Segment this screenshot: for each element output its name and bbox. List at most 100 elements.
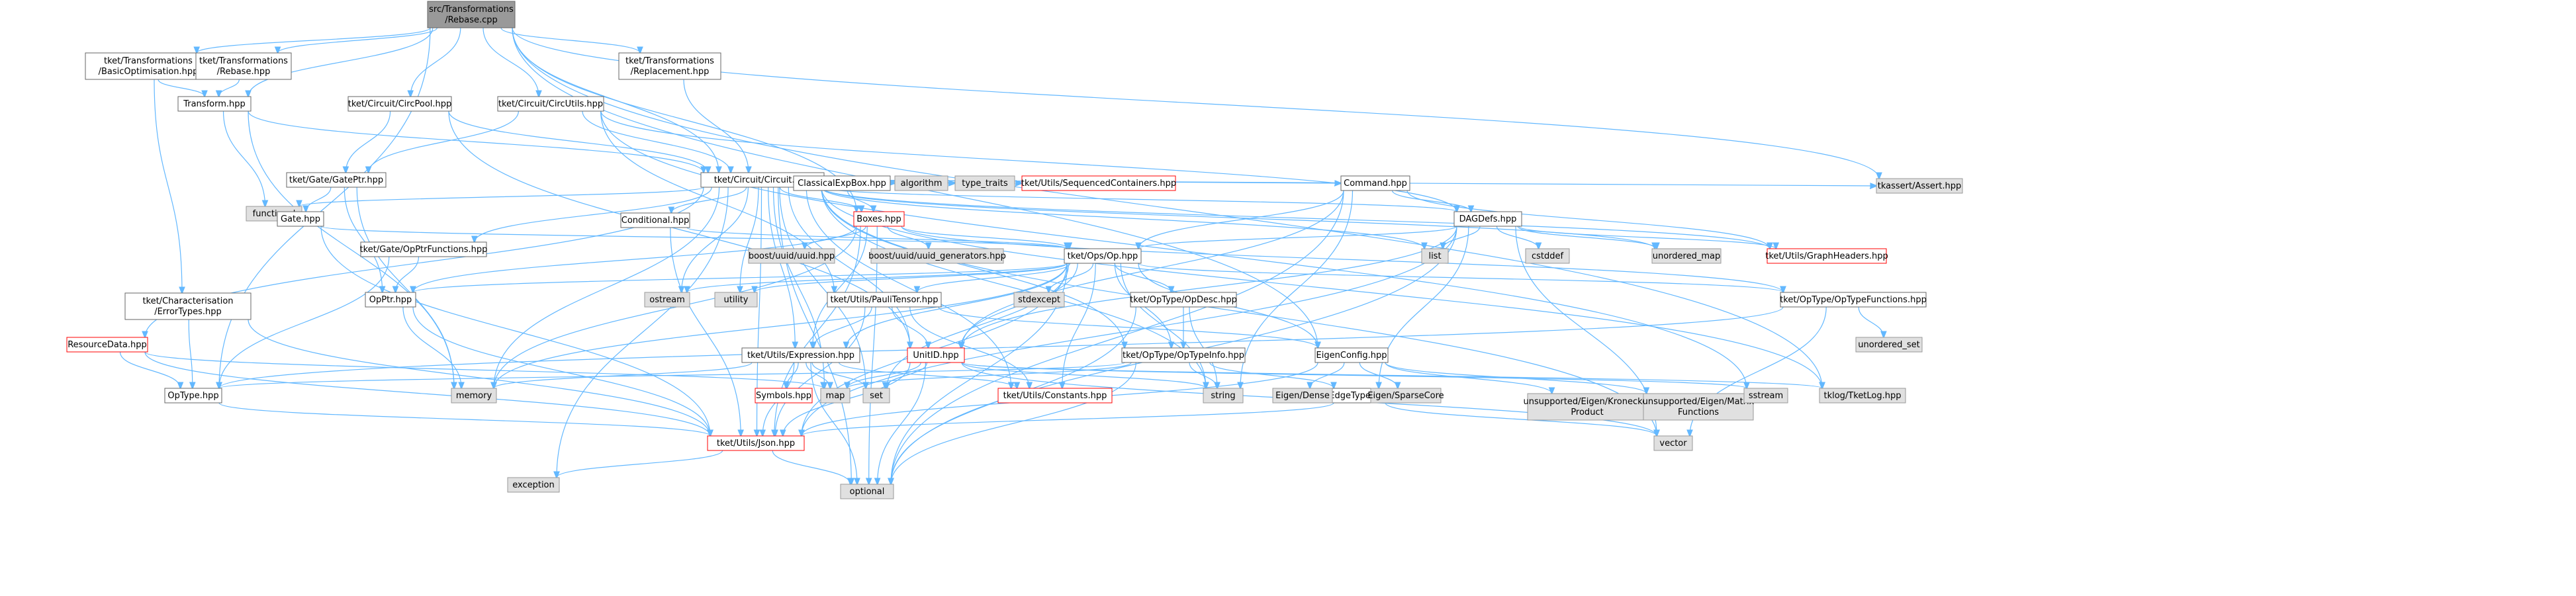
edge-circuit-to-optypeinfo bbox=[821, 187, 1125, 348]
node-box-set bbox=[862, 388, 890, 404]
node-box-json bbox=[707, 435, 805, 451]
node-list: list bbox=[1421, 248, 1449, 264]
edge-json-to-optional bbox=[772, 450, 851, 484]
node-conditional[interactable]: Conditional.hpp bbox=[620, 212, 690, 228]
node-label: memory bbox=[456, 391, 492, 401]
node-label: tket/Utils/Json.hpp bbox=[717, 439, 795, 448]
node-box-eigen_matfun bbox=[1643, 393, 1754, 421]
node-op[interactable]: tket/Ops/Op.hpp bbox=[1064, 248, 1142, 264]
node-label: /BasicOptimisation.hpp bbox=[99, 67, 199, 77]
node-label: Symbols.hpp bbox=[756, 391, 811, 401]
node-boxes[interactable]: Boxes.hpp bbox=[853, 211, 905, 227]
node-tklog: tklog/TketLog.hpp bbox=[1819, 388, 1906, 404]
node-boost_uuid: boost/uuid/uuid.hpp bbox=[748, 248, 835, 264]
node-graphheaders[interactable]: tket/Utils/GraphHeaders.hpp bbox=[1765, 248, 1888, 264]
node-opdesc[interactable]: tket/OpType/OpDesc.hpp bbox=[1130, 292, 1237, 308]
node-label: tket/Characterisation bbox=[142, 296, 233, 306]
node-label: Boxes.hpp bbox=[856, 214, 901, 224]
node-label: type_traits bbox=[962, 179, 1008, 189]
edge-root-to-circpool bbox=[410, 27, 461, 97]
node-eigen_dense: Eigen/Dense bbox=[1272, 388, 1333, 404]
node-transform[interactable]: Transform.hpp bbox=[177, 96, 252, 112]
node-eigen_sparse: Eigen/SparseCore bbox=[1367, 388, 1444, 404]
node-optype[interactable]: OpType.hpp bbox=[164, 388, 222, 404]
edge-eigenconfig-to-eigen_matfun bbox=[1385, 362, 1646, 394]
node-rebase_hpp[interactable]: tket/Transformations/Rebase.hpp bbox=[195, 52, 292, 80]
node-dagdefs[interactable]: DAGDefs.hpp bbox=[1453, 211, 1522, 227]
node-string: string bbox=[1203, 388, 1244, 404]
node-root[interactable]: src/Transformations/Rebase.cpp bbox=[427, 1, 516, 28]
node-label: /Replacement.hpp bbox=[631, 67, 710, 77]
node-label: tket/Gate/OpPtrFunctions.hpp bbox=[360, 245, 488, 255]
node-gateptrfunctions[interactable]: tket/Gate/OpPtrFunctions.hpp bbox=[360, 241, 488, 257]
node-box-tkassert bbox=[1876, 178, 1963, 194]
node-classicalexpbox[interactable]: ClassicalExpBox.hpp bbox=[793, 175, 891, 191]
edge-optypefunctions-to-unordered_set bbox=[1858, 306, 1884, 337]
node-box-unitid bbox=[907, 347, 965, 363]
node-label: unsupported/Eigen/Kronecker bbox=[1523, 397, 1651, 407]
edge-optypeinfo-to-string bbox=[1189, 362, 1217, 388]
node-circpool[interactable]: tket/Circuit/CircPool.hpp bbox=[347, 96, 452, 112]
node-symbols[interactable]: Symbols.hpp bbox=[755, 388, 813, 404]
node-label: vector bbox=[1659, 439, 1687, 448]
edge-expression-to-set bbox=[811, 362, 866, 388]
node-cstddef: cstddef bbox=[1525, 248, 1570, 264]
node-box-eigen_sparse bbox=[1370, 388, 1442, 404]
node-box-symbols bbox=[755, 388, 813, 404]
node-seqcontainers[interactable]: tket/Utils/SequencedContainers.hpp bbox=[1021, 175, 1176, 191]
node-box-eigenconfig bbox=[1314, 347, 1389, 363]
node-resourcedata[interactable]: ResourceData.hpp bbox=[66, 337, 148, 353]
node-label: tklog/TketLog.hpp bbox=[1823, 391, 1901, 401]
edge-circutils-to-circuit bbox=[582, 110, 731, 173]
edge-optypefunctions-to-optype bbox=[219, 306, 1784, 388]
node-memory: memory bbox=[451, 388, 497, 404]
node-optypeinfo[interactable]: tket/OpType/OpTypeInfo.hpp bbox=[1121, 347, 1246, 363]
node-label: sstream bbox=[1749, 391, 1783, 401]
node-opptr[interactable]: OpPtr.hpp bbox=[365, 292, 416, 308]
node-circutils[interactable]: tket/Circuit/CircUtils.hpp bbox=[497, 96, 604, 112]
edge-eigenconfig-to-eigen_kron bbox=[1385, 362, 1552, 394]
node-label: boost/uuid/uuid_generators.hpp bbox=[868, 251, 1006, 261]
edge-optypeinfo-to-edgetype bbox=[1209, 362, 1334, 388]
edge-circpool-to-gateptr bbox=[345, 110, 391, 173]
node-replacement[interactable]: tket/Transformations/Replacement.hpp bbox=[618, 52, 721, 80]
node-box-expression bbox=[741, 347, 860, 363]
node-box-utility bbox=[714, 292, 758, 308]
edge-root-to-tkassert bbox=[512, 27, 1879, 179]
node-label: /Rebase.hpp bbox=[217, 67, 271, 77]
node-label: tket/Circuit/CircPool.hpp bbox=[348, 99, 452, 109]
edge-boxes-to-optypefunctions bbox=[901, 226, 1783, 292]
node-unitid[interactable]: UnitID.hpp bbox=[907, 347, 965, 363]
node-expression[interactable]: tket/Utils/Expression.hpp bbox=[741, 347, 860, 363]
edge-op-to-set bbox=[887, 263, 1070, 388]
edge-boxes-to-opptr bbox=[413, 226, 857, 292]
node-eigenconfig[interactable]: EigenConfig.hpp bbox=[1314, 347, 1389, 363]
node-errortypes[interactable]: tket/Characterisation/ErrorTypes.hpp bbox=[124, 292, 252, 320]
node-gateptr[interactable]: tket/Gate/GatePtr.hpp bbox=[286, 172, 387, 188]
node-exception: exception bbox=[507, 477, 560, 493]
edge-dagdefs-to-list bbox=[1443, 226, 1481, 249]
node-constants[interactable]: tket/Utils/Constants.hpp bbox=[997, 388, 1113, 404]
edge-edgetype-to-json bbox=[802, 402, 1334, 436]
edge-root-to-replacement bbox=[500, 27, 640, 53]
node-label: tket/Transformations bbox=[199, 56, 288, 66]
node-optional: optional bbox=[840, 484, 894, 499]
node-label: Transform.hpp bbox=[183, 99, 246, 109]
node-box-dagdefs bbox=[1453, 211, 1522, 227]
node-sstream: sstream bbox=[1743, 388, 1788, 404]
node-paulitensor[interactable]: tket/Utils/PauliTensor.hpp bbox=[827, 292, 942, 308]
node-box-sstream bbox=[1743, 388, 1788, 404]
edge-gateptr-to-memory bbox=[356, 187, 454, 388]
edge-command-to-dagdefs bbox=[1391, 190, 1471, 212]
node-optypefunctions[interactable]: tket/OpType/OpTypeFunctions.hpp bbox=[1780, 292, 1927, 308]
node-command[interactable]: Command.hpp bbox=[1340, 175, 1410, 191]
edge-gate-to-json bbox=[320, 226, 710, 436]
edge-resourcedata-to-optype bbox=[119, 351, 181, 388]
node-basicopt[interactable]: tket/Transformations/BasicOptimisation.h… bbox=[85, 52, 212, 80]
edge-expression-to-map bbox=[805, 362, 830, 388]
node-gate[interactable]: Gate.hpp bbox=[277, 211, 324, 227]
node-label: tket/Utils/Expression.hpp bbox=[747, 351, 854, 361]
node-json[interactable]: tket/Utils/Json.hpp bbox=[707, 435, 805, 451]
node-label: tket/Circuit/CircUtils.hpp bbox=[498, 99, 603, 109]
